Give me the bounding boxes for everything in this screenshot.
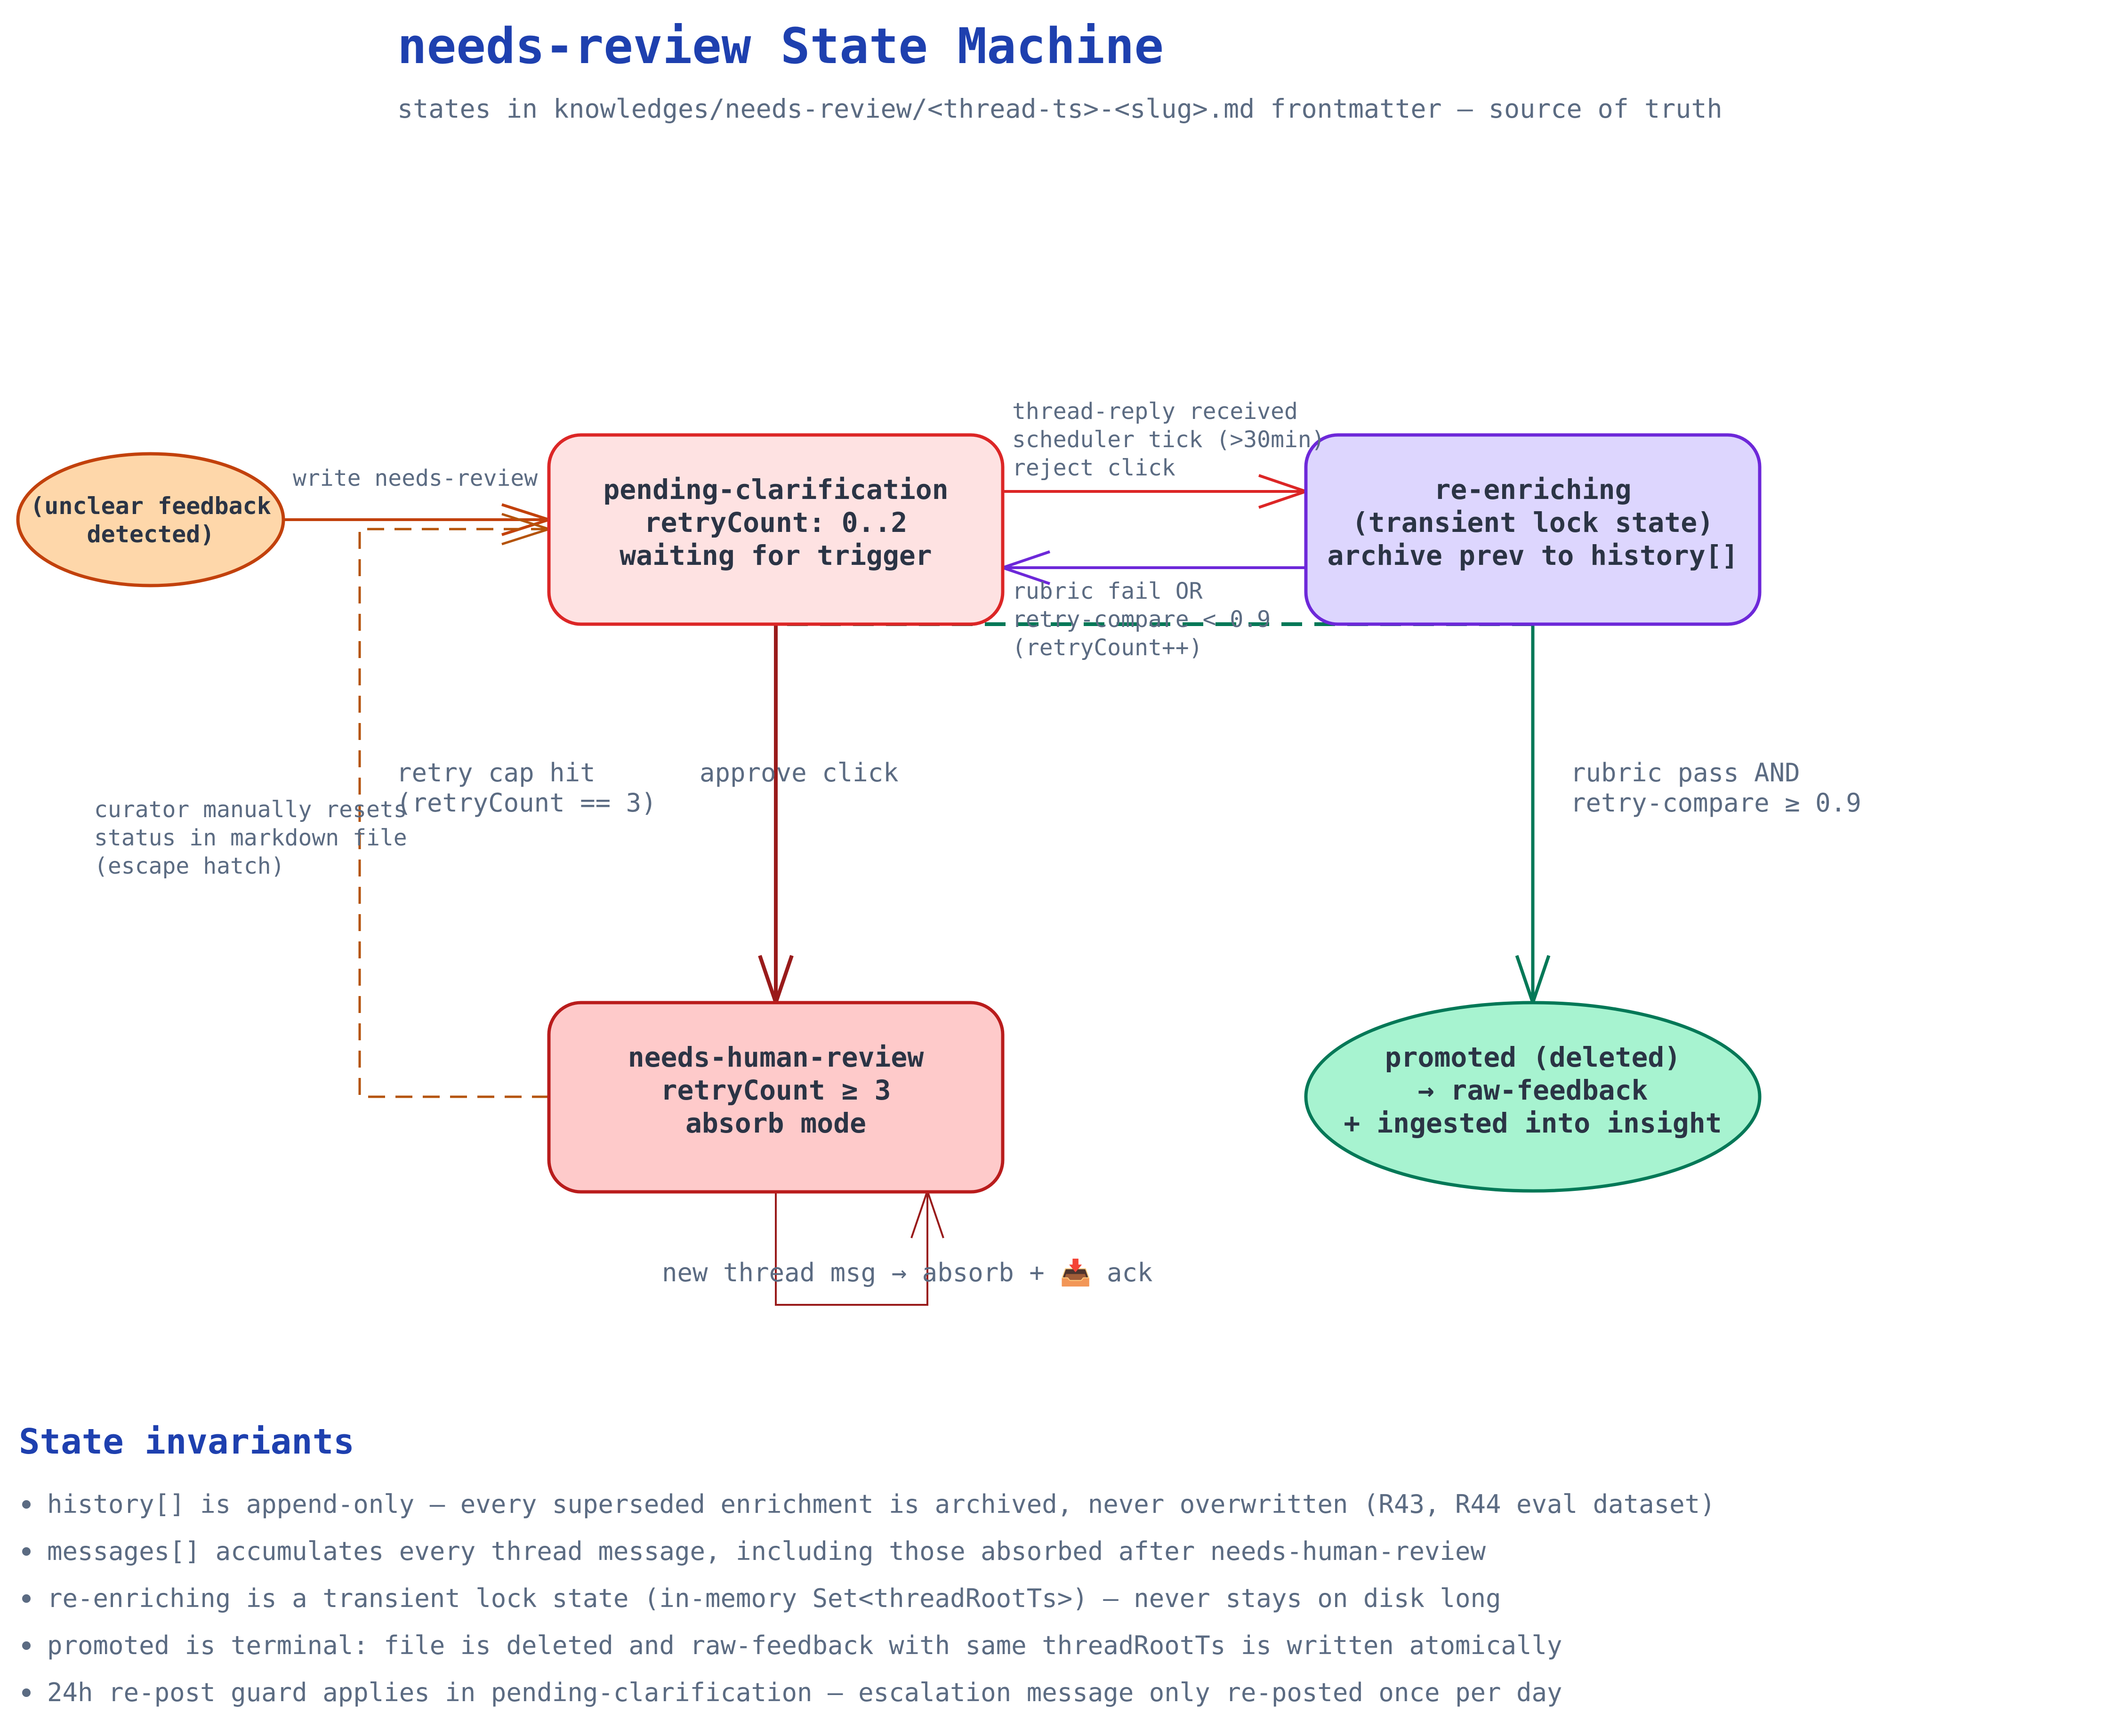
state-reenriching-line-3: archive prev to history[] [1328, 539, 1739, 571]
label-manual-reset-line-2: status in markdown file [94, 825, 407, 851]
invariant-item-5: 24h re-post guard applies in pending-cla… [47, 1678, 1562, 1707]
label-retry-cap-line-2: (retryCount == 3) [396, 788, 657, 818]
label-approve-click: approve click [700, 758, 899, 788]
state-promoted-line-3: + ingested into insight [1344, 1107, 1722, 1139]
diagram-title: needs-review State Machine [397, 17, 1164, 75]
invariant-item: history[] is append-only — every superse… [22, 1489, 1715, 1519]
state-human-line-2: retryCount ≥ 3 [661, 1074, 891, 1106]
label-rubric-pass: rubric pass AND retry-compare ≥ 0.9 [1570, 758, 1861, 818]
edge-rubric-pass [1515, 624, 1551, 1008]
edge-absorb-self-loop [775, 1188, 944, 1306]
label-retry-cap-line-1: retry cap hit [396, 758, 596, 788]
state-re-enriching: re-enriching (transient lock state) arch… [1304, 433, 1762, 626]
state-pending-line-1: pending-clarification [603, 474, 948, 506]
label-write-needs-review: write needs-review [293, 465, 538, 491]
label-to-pending: rubric fail OR retry-compare < 0.9 (retr… [1012, 578, 1271, 661]
label-manual-reset-line-3: (escape hatch) [94, 853, 285, 879]
label-to-pending-line-1: rubric fail OR [1012, 578, 1203, 604]
state-start-line-2: detected) [87, 521, 215, 548]
state-start: (unclear feedback detected) [16, 452, 285, 587]
edge-retry-cap [758, 624, 794, 1009]
invariants-title: State invariants [19, 1422, 354, 1462]
state-start-line-1: (unclear feedback [30, 492, 271, 520]
label-manual-reset-line-1: curator manually resets [94, 796, 407, 823]
state-promoted-line-2: → raw-feedback [1418, 1074, 1648, 1106]
invariant-item: promoted is terminal: file is deleted an… [22, 1631, 1562, 1660]
state-human-line-1: needs-human-review [628, 1041, 924, 1073]
invariants-list: history[] is append-only — every superse… [22, 1489, 1715, 1707]
state-human-line-3: absorb mode [685, 1107, 866, 1139]
invariant-item-4: promoted is terminal: file is deleted an… [47, 1631, 1562, 1660]
label-rubric-pass-line-2: retry-compare ≥ 0.9 [1570, 788, 1861, 818]
label-to-pending-line-2: retry-compare < 0.9 [1012, 606, 1271, 633]
state-pending-line-3: waiting for trigger [620, 539, 932, 571]
label-absorb: new thread msg → absorb + 📥 ack [662, 1258, 1153, 1287]
label-to-reenriching-line-3: reject click [1012, 455, 1175, 481]
label-manual-reset: curator manually resets status in markdo… [94, 796, 407, 879]
state-pending-clarification: pending-clarification retryCount: 0..2 w… [547, 433, 1005, 626]
invariant-item-1: history[] is append-only — every superse… [47, 1489, 1715, 1519]
edge-reenrich-to-human-dashed [774, 622, 1533, 1003]
label-retry-cap: retry cap hit (retryCount == 3) [396, 758, 657, 818]
label-to-reenriching-line-2: scheduler tick (>30min) [1012, 426, 1325, 453]
state-pending-line-2: retryCount: 0..2 [644, 506, 908, 538]
invariant-item-2: messages[] accumulates every thread mess… [47, 1536, 1486, 1566]
invariant-item-3: re-enriching is a transient lock state (… [47, 1583, 1501, 1613]
invariant-item: messages[] accumulates every thread mess… [22, 1536, 1486, 1566]
state-needs-human-review: needs-human-review retryCount ≥ 3 absorb… [547, 1001, 1005, 1194]
state-promoted: promoted (deleted) → raw-feedback + inge… [1304, 1001, 1762, 1193]
state-reenriching-line-1: re-enriching [1434, 474, 1631, 506]
label-to-reenriching: thread-reply received scheduler tick (>3… [1012, 398, 1325, 481]
invariant-item: re-enriching is a transient lock state (… [22, 1583, 1501, 1613]
state-reenriching-line-2: (transient lock state) [1352, 506, 1714, 538]
label-to-pending-line-3: (retryCount++) [1012, 635, 1203, 661]
label-to-reenriching-line-1: thread-reply received [1012, 398, 1298, 425]
diagram-subtitle: states in knowledges/needs-review/<threa… [397, 94, 1723, 124]
state-promoted-line-1: promoted (deleted) [1385, 1041, 1681, 1073]
invariant-item: 24h re-post guard applies in pending-cla… [22, 1678, 1562, 1707]
label-rubric-pass-line-1: rubric pass AND [1570, 758, 1800, 788]
